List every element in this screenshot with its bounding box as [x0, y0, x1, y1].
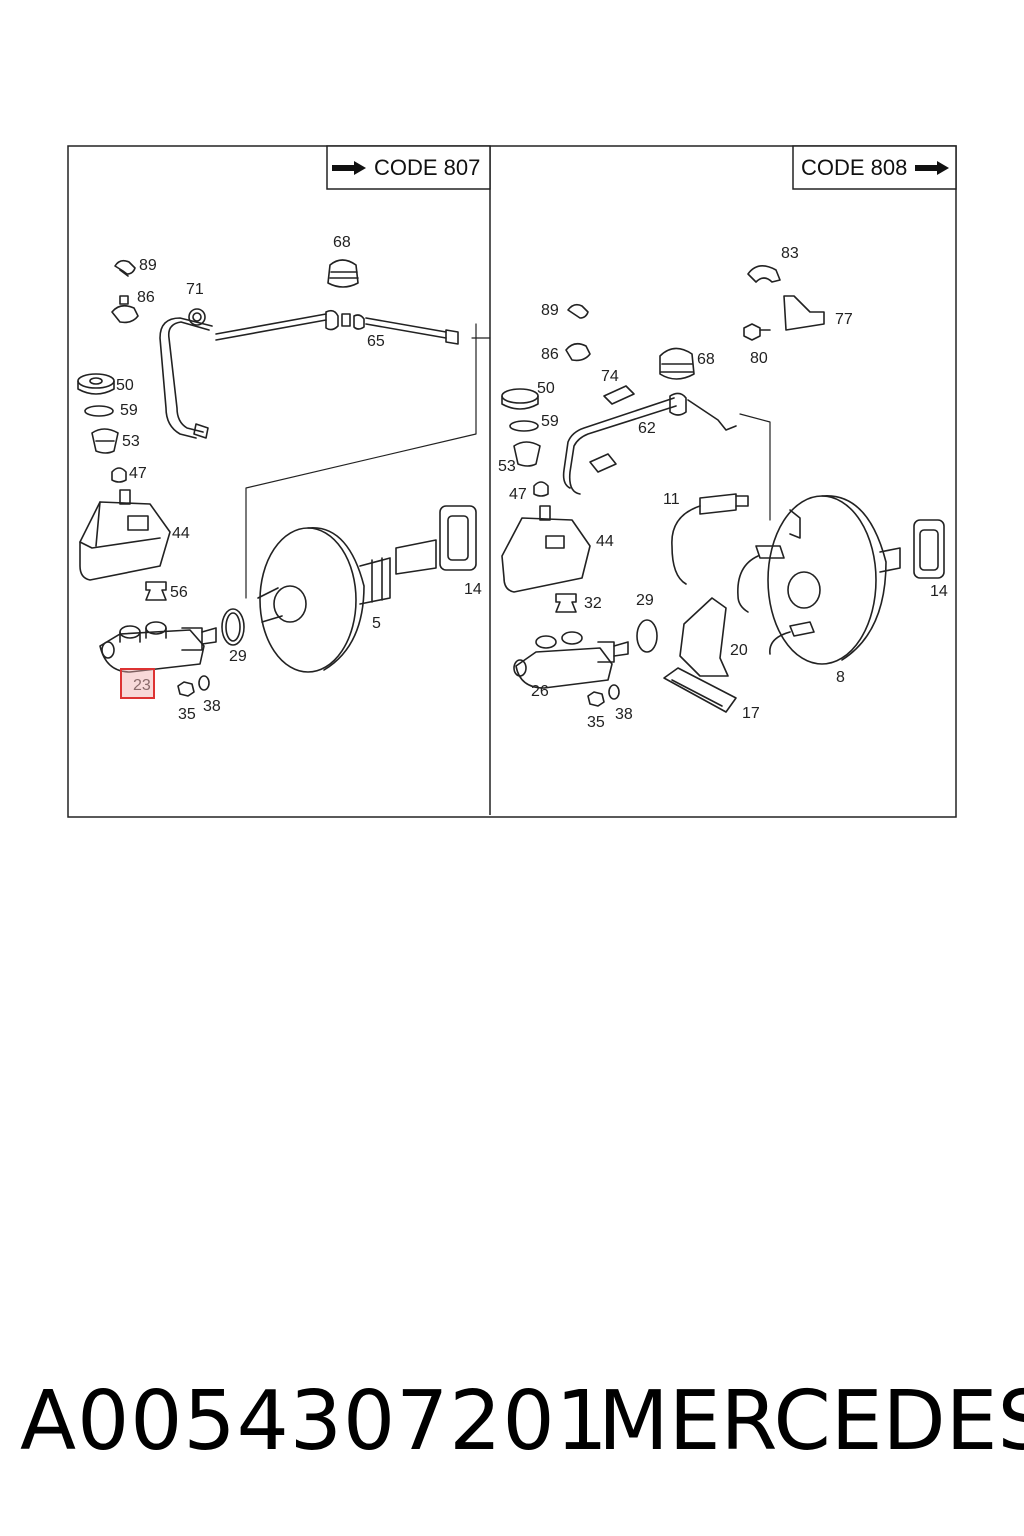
part-20-right-bracket	[679, 597, 729, 677]
callout-59-right: 59	[541, 413, 559, 430]
callout-29-left: 29	[229, 648, 247, 665]
part-53-left	[91, 428, 119, 454]
part-53-right	[513, 441, 541, 467]
part-35-left	[177, 681, 195, 697]
callout-89-left: 89	[139, 257, 157, 274]
part-68-right	[659, 347, 695, 380]
code-807-text: CODE 807	[374, 155, 481, 180]
callout-56-left: 56	[170, 584, 188, 601]
part-23-master-cylinder	[99, 621, 217, 673]
part-47-right	[533, 481, 549, 497]
part-89-left	[114, 259, 136, 277]
callout-26-right: 26	[531, 683, 549, 700]
highlight-box[interactable]	[120, 668, 155, 699]
callout-8-right: 8	[836, 669, 845, 686]
callout-74-right: 74	[601, 368, 619, 385]
callout-14-left: 14	[464, 581, 482, 598]
callout-83-right: 83	[781, 245, 799, 262]
callout-65-left: 65	[367, 333, 385, 350]
callout-59-left: 59	[120, 402, 138, 419]
callout-53-left: 53	[122, 433, 140, 450]
callout-17-right: 17	[742, 705, 760, 722]
part-89-right	[567, 303, 589, 319]
part-29-right	[636, 619, 658, 653]
part-59-left	[84, 405, 114, 417]
callout-50-left: 50	[116, 377, 134, 394]
callout-47-left: 47	[129, 465, 147, 482]
callout-20-right: 20	[730, 642, 748, 659]
callout-53-right: 53	[498, 458, 516, 475]
code-807-label: CODE 807	[332, 153, 480, 183]
part-47-left	[111, 467, 127, 483]
callout-62-right: 62	[638, 420, 656, 437]
callout-29-right: 29	[636, 592, 654, 609]
callout-80-right: 80	[750, 350, 768, 367]
part-38-right	[608, 684, 620, 700]
callout-44-right: 44	[596, 533, 614, 550]
code-807-box	[326, 145, 491, 190]
brand-name: MERCEDES	[598, 1374, 1024, 1469]
arrow-right-icon	[332, 161, 366, 175]
code-808-text: CODE 808	[801, 155, 908, 180]
part-8-brake-booster	[737, 495, 945, 665]
callout-71-left: 71	[186, 281, 204, 298]
callout-86-left: 86	[137, 289, 155, 306]
part-32-right	[555, 593, 577, 613]
callout-5-left: 5	[372, 615, 381, 632]
callout-35-right: 35	[587, 714, 605, 731]
part-26-master-cylinder	[513, 631, 629, 689]
callout-86-right: 86	[541, 346, 559, 363]
code-808-label: CODE 808	[801, 153, 950, 183]
callout-68-right: 68	[697, 351, 715, 368]
part-74-right	[603, 385, 635, 405]
diagram-frame	[67, 145, 957, 818]
part-65-left-hose	[159, 309, 459, 439]
callout-47-right: 47	[509, 486, 527, 503]
part-83-right	[747, 265, 781, 283]
part-56-left	[145, 581, 167, 601]
callout-38-left: 38	[203, 698, 221, 715]
arrow-right-icon	[915, 161, 950, 175]
callout-38-right: 38	[615, 706, 633, 723]
part-86-right	[565, 342, 591, 362]
callout-89-right: 89	[541, 302, 559, 319]
part-71-left	[188, 308, 206, 326]
part-29-left	[221, 608, 245, 646]
part-11-right-sensor	[671, 493, 749, 585]
part-44-left-reservoir	[79, 489, 171, 581]
part-50-left	[77, 373, 115, 395]
parts-diagram	[67, 145, 957, 818]
callout-23-highlighted[interactable]: 23	[133, 677, 151, 694]
part-80-right	[743, 323, 771, 341]
part-17-right-module	[663, 667, 737, 713]
callout-77-right: 77	[835, 311, 853, 328]
part-number: A0054307201	[20, 1374, 609, 1469]
callout-44-left: 44	[172, 525, 190, 542]
part-35-right	[587, 691, 605, 707]
part-68-left	[327, 259, 359, 288]
part-59-right	[509, 420, 539, 432]
callout-50-right: 50	[537, 380, 555, 397]
callout-68-left: 68	[333, 234, 351, 251]
part-5-brake-booster	[257, 505, 477, 673]
part-50-right	[501, 388, 539, 410]
part-38-left	[198, 675, 210, 691]
callout-32-right: 32	[584, 595, 602, 612]
part-86-left	[111, 295, 139, 324]
part-44-right-reservoir	[501, 505, 591, 593]
part-62-right-hose	[562, 392, 737, 495]
callout-11-right: 11	[663, 491, 680, 508]
callout-35-left: 35	[178, 706, 196, 723]
callout-14-right: 14	[930, 583, 948, 600]
part-77-right-bracket	[783, 295, 825, 331]
